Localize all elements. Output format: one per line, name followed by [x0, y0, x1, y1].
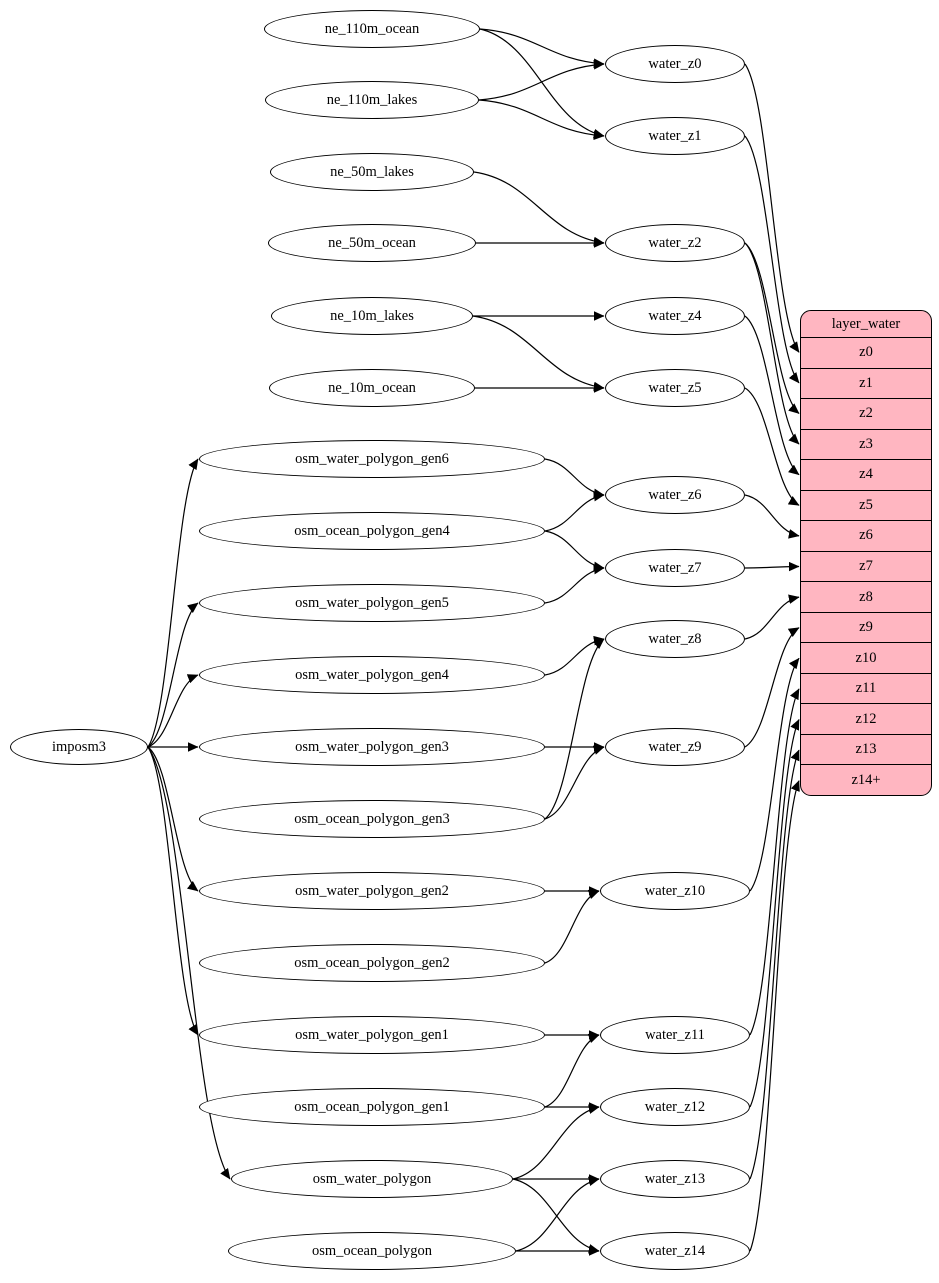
edge-osm_ocean_polygon-to-water_z13 [515, 1176, 600, 1252]
layer-water-row-z1: z1 [801, 369, 931, 400]
edge-ne_110m_lakes-to-water_z1 [478, 99, 605, 140]
edge-osm_ocean_polygon_gen3-to-water_z9 [544, 745, 605, 820]
edge-imposm3-to-osm_water_polygon_gen2 [147, 746, 199, 892]
node-water_z5: water_z5 [605, 369, 745, 407]
node-water_z4: water_z4 [605, 297, 745, 335]
edge-osm_water_polygon-to-water_z12 [512, 1104, 600, 1180]
layer-water-row-z0: z0 [801, 338, 931, 369]
node-water_z9: water_z9 [605, 728, 745, 766]
edge-imposm3-to-osm_water_polygon [147, 746, 231, 1180]
node-osm_water_polygon_gen2: osm_water_polygon_gen2 [199, 872, 545, 910]
edge-imposm3-to-osm_water_polygon_gen5 [147, 602, 199, 748]
node-water_z1: water_z1 [605, 117, 745, 155]
layer-water-row-z14plus: z14+ [851, 771, 881, 788]
node-water_z0: water_z0 [605, 45, 745, 83]
edge-osm_ocean_polygon_gen4-to-water_z6 [544, 491, 605, 532]
layer-water-row-z3: z3 [801, 430, 931, 461]
layer-water-row-z13: z13 [801, 735, 931, 766]
node-water_z11: water_z11 [600, 1016, 750, 1054]
layer-water-row-z11: z11 [801, 674, 931, 705]
node-osm_ocean_polygon_gen4: osm_ocean_polygon_gen4 [199, 512, 545, 550]
edge-osm_ocean_polygon_gen3-to-water_z8 [544, 638, 605, 820]
node-ne_110m_lakes: ne_110m_lakes [265, 81, 479, 119]
edge-water_z10-to-layer_water-z10 [749, 657, 800, 892]
edge-water_z8-to-layer_water-z8 [744, 594, 800, 640]
node-osm_ocean_polygon_gen1: osm_ocean_polygon_gen1 [199, 1088, 545, 1126]
node-osm_water_polygon: osm_water_polygon [231, 1160, 513, 1198]
node-ne_50m_lakes: ne_50m_lakes [270, 153, 474, 191]
edge-water_z14-to-layer_water-z14plus [749, 780, 800, 1252]
layer-water-row-z8: z8 [801, 582, 931, 613]
edge-ne_10m_lakes-to-water_z5 [472, 315, 605, 392]
edge-osm_ocean_polygon_gen1-to-water_z11 [544, 1033, 600, 1108]
node-water_z12: water_z12 [600, 1088, 750, 1126]
edge-water_z2-to-layer_water-z2 [744, 242, 800, 414]
edge-osm_water_polygon_gen6-to-water_z6 [544, 458, 605, 499]
layer-water-table-title: layer_water [801, 311, 931, 338]
node-water_z8: water_z8 [605, 620, 745, 658]
edge-water_z1-to-layer_water-z1 [744, 135, 800, 384]
node-water_z7: water_z7 [605, 549, 745, 587]
node-water_z14: water_z14 [600, 1232, 750, 1270]
edge-osm_water_polygon_gen5-to-water_z7 [544, 564, 605, 604]
layer-water-row-z12: z12 [801, 704, 931, 735]
layer-water-row-z5: z5 [801, 491, 931, 522]
layer-water-row-z6: z6 [801, 521, 931, 552]
edge-osm_ocean_polygon_gen2-to-water_z10 [544, 889, 600, 964]
node-osm_ocean_polygon: osm_ocean_polygon [228, 1232, 516, 1270]
node-imposm3: imposm3 [10, 729, 148, 765]
edge-ne_50m_lakes-to-water_z2 [473, 171, 605, 247]
node-osm_water_polygon_gen5: osm_water_polygon_gen5 [199, 584, 545, 622]
edge-ne_110m_lakes-to-water_z0 [478, 60, 605, 101]
layer-water-row-z7: z7 [801, 552, 931, 583]
node-water_z10: water_z10 [600, 872, 750, 910]
node-ne_10m_ocean: ne_10m_ocean [269, 369, 475, 407]
layer-water-row-z2: z2 [801, 399, 931, 430]
edge-ne_110m_ocean-to-water_z1 [479, 28, 605, 139]
edge-imposm3-to-osm_water_polygon_gen4 [147, 674, 199, 748]
node-water_z13: water_z13 [600, 1160, 750, 1198]
edge-water_z0-to-layer_water-z0 [744, 63, 800, 353]
node-water_z2: water_z2 [605, 224, 745, 262]
node-osm_water_polygon_gen6: osm_water_polygon_gen6 [199, 440, 545, 478]
edge-ne_110m_ocean-to-water_z0 [479, 28, 605, 69]
node-ne_50m_ocean: ne_50m_ocean [268, 224, 476, 262]
layer-water-row-z9: z9 [801, 613, 931, 644]
edge-water_z5-to-layer_water-z5 [744, 387, 800, 506]
node-ne_110m_ocean: ne_110m_ocean [264, 10, 480, 48]
node-osm_water_polygon_gen1: osm_water_polygon_gen1 [199, 1016, 545, 1054]
edge-imposm3-to-osm_water_polygon_gen1 [147, 746, 199, 1036]
edge-water_z7-to-layer_water-z7 [744, 561, 800, 572]
layer-water-row-z4: z4 [801, 460, 931, 491]
node-water_z6: water_z6 [605, 476, 745, 514]
edge-water_z4-to-layer_water-z4 [744, 315, 800, 476]
edge-water_z11-to-layer_water-z11 [749, 688, 800, 1036]
edge-water_z6-to-layer_water-z6 [744, 494, 800, 539]
edge-water_z9-to-layer_water-z9 [744, 627, 800, 748]
edge-osm_water_polygon-to-water_z14 [512, 1178, 600, 1254]
layer-water-row-z10: z10 [801, 643, 931, 674]
node-osm_ocean_polygon_gen2: osm_ocean_polygon_gen2 [199, 944, 545, 982]
node-osm_ocean_polygon_gen3: osm_ocean_polygon_gen3 [199, 800, 545, 838]
edge-osm_water_polygon_gen4-to-water_z8 [544, 635, 605, 676]
node-ne_10m_lakes: ne_10m_lakes [271, 297, 473, 335]
node-osm_water_polygon_gen3: osm_water_polygon_gen3 [199, 728, 545, 766]
edge-water_z2-to-layer_water-z3 [744, 242, 800, 445]
edge-imposm3-to-osm_water_polygon_gen6 [147, 458, 199, 748]
node-osm_water_polygon_gen4: osm_water_polygon_gen4 [199, 656, 545, 694]
edge-osm_ocean_polygon_gen4-to-water_z7 [544, 530, 605, 572]
